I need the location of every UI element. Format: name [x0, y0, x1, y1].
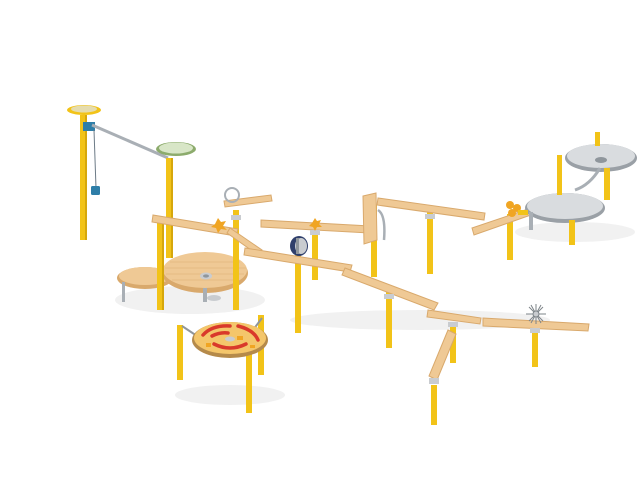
- spiky-wheel: [526, 304, 546, 324]
- water-pump-tower: [67, 105, 196, 258]
- turning-wheel: [290, 236, 308, 256]
- round-wooden-table: [117, 220, 248, 310]
- sun-decoration: [211, 218, 322, 233]
- pizza-disc-table: [177, 315, 268, 413]
- metal-basins: [506, 132, 637, 245]
